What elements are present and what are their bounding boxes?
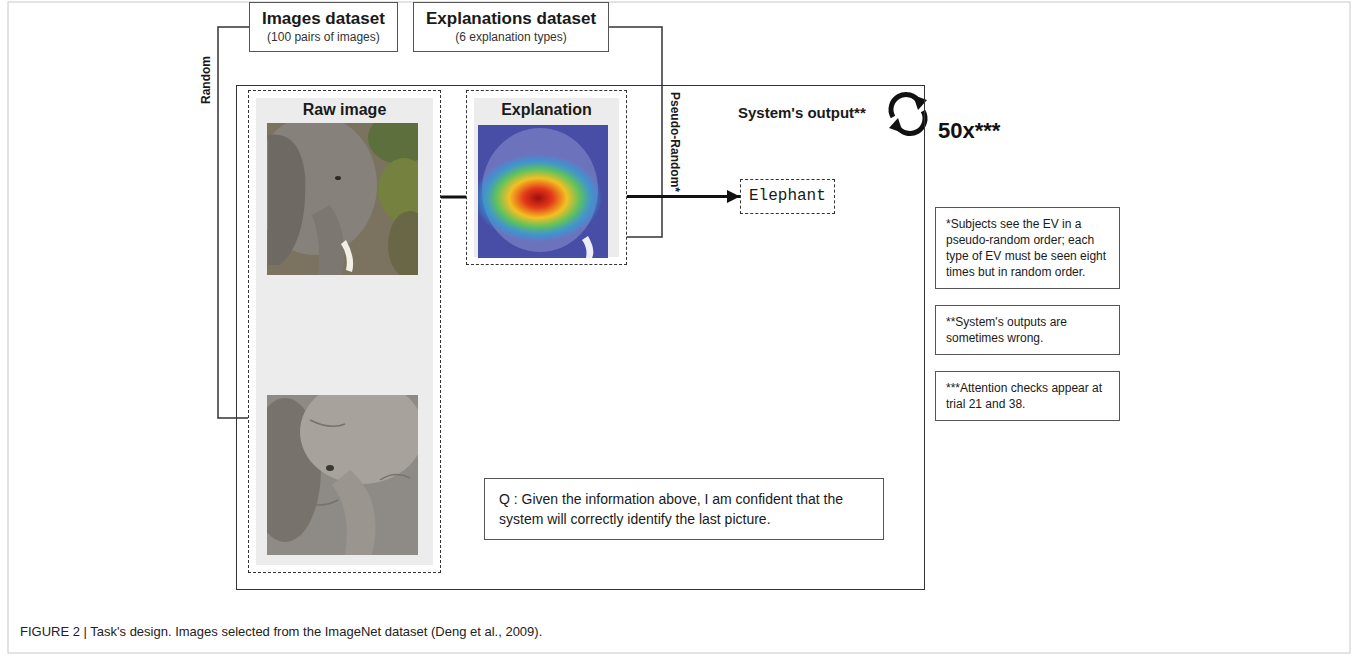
node-title: 50x*** [938,118,1000,144]
elephant-photo [267,123,418,275]
elephant-eye [326,465,334,471]
node-title: ***Attention checks appear at trial 21 a… [946,380,1109,412]
elephant-eye [335,176,341,180]
edge-label: Pseudo-Random* [668,91,682,193]
connector-arrow [627,195,740,198]
elephant-ear [268,135,305,266]
elephant-forehead [300,395,418,484]
node-subtitle: (6 explanation types) [426,29,596,45]
output-box: Elephant [740,179,835,214]
note-box: *Subjects see the EV in a pseudo-random … [935,207,1120,289]
elephant-tusk [341,240,353,272]
figure-caption: FIGURE 2 | Task's design. Images selecte… [20,624,542,639]
node-title: Q : Given the information above, I am co… [499,489,869,529]
elephant-trunk [332,470,376,555]
dataset-box: Explanations dataset(6 explanation types… [413,2,609,52]
question-box: Q : Given the information above, I am co… [484,478,884,540]
skin-wrinkles [300,420,410,505]
loop-arrowhead [889,118,903,133]
node-title: **System's outputs are sometimes wrong. [946,314,1109,346]
elephant-tusk [582,236,593,258]
node-title: Raw image [249,100,440,119]
heatmap-explanation [478,125,608,258]
node-title: Elephant [749,187,826,206]
elephant-trunk [312,205,344,275]
node-title: Images dataset [262,8,385,29]
explanation-panel: Explanation [466,90,627,265]
trial-frame: 50x***Raw imageExplanationElephantQ : Gi… [236,85,925,590]
figure-frame [8,2,1350,653]
loop-icon [889,94,927,133]
connector-line [441,196,466,199]
foliage [368,123,418,164]
elephant-photo [267,395,418,555]
node-title: Explanation [467,100,626,119]
note-box: **System's outputs are sometimes wrong. [935,305,1120,355]
node-title: *Subjects see the EV in a pseudo-random … [946,216,1109,280]
note-box: ***Attention checks appear at trial 21 a… [935,371,1120,421]
output-heading: System's output** [738,104,866,121]
node-title: Explanations dataset [426,8,596,29]
image-panel: Raw image [248,90,441,573]
node-subtitle: (100 pairs of images) [262,29,385,45]
heat-blob [478,154,602,242]
dataset-box: Images dataset(100 pairs of images) [249,2,398,52]
panel-ground [474,98,619,257]
connector-line [609,27,662,237]
edge-label: Random [199,55,213,105]
foliage [388,211,418,275]
